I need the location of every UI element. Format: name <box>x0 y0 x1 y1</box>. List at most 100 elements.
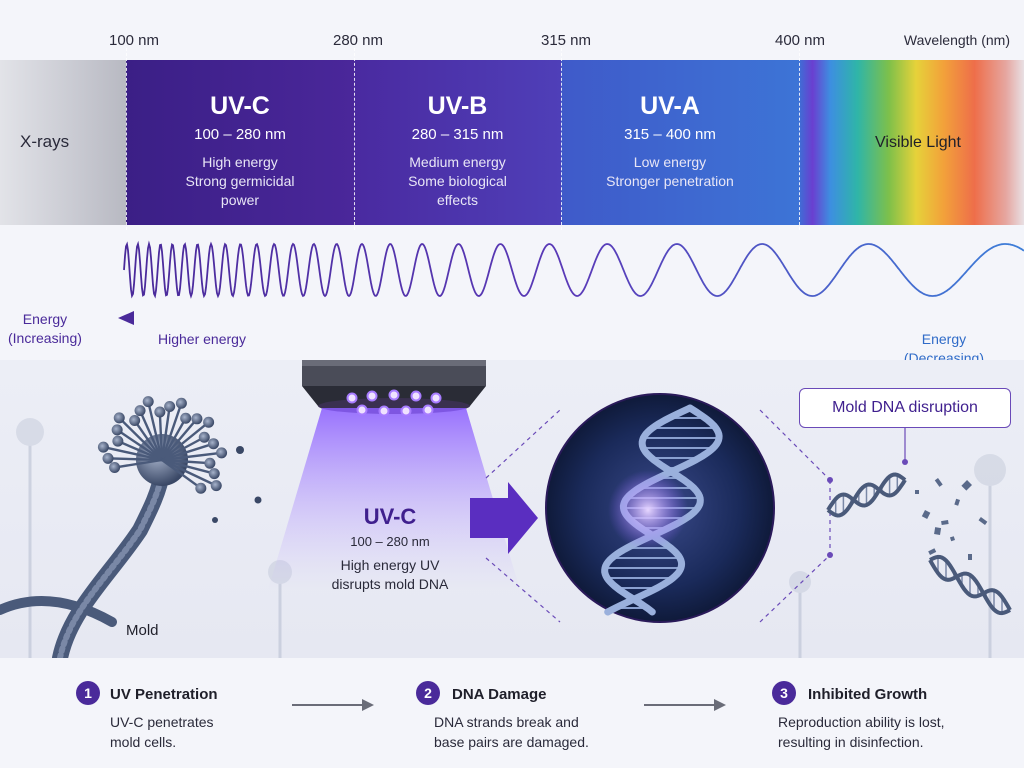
uv-led <box>346 392 358 404</box>
spore-bead <box>102 452 114 464</box>
dna-strand <box>601 404 704 616</box>
spore-bead <box>208 468 220 480</box>
uva-desc-line1: Low energy <box>633 154 707 170</box>
uvc-description: High energy Strong germicidal power <box>126 153 354 210</box>
dna-debris <box>915 490 919 494</box>
spore-bead <box>191 413 203 425</box>
step-2-number: 2 <box>416 681 440 705</box>
spore-filament <box>117 440 163 462</box>
band-visible <box>799 60 1024 225</box>
step-3-description: Reproduction ability is lost, resulting … <box>778 712 945 752</box>
step-1-title: UV Penetration <box>110 686 218 703</box>
step-arrow-2 <box>644 699 726 711</box>
spore-bead <box>175 397 187 409</box>
wavelength-unit-label: Wavelength (nm) <box>903 32 1010 48</box>
dna-debris <box>954 498 960 506</box>
uvb-range: 280 – 315 nm <box>411 126 504 143</box>
xrays-label: X-rays <box>20 132 70 151</box>
dna-debris <box>934 478 943 487</box>
step-2-description: DNA strands break and base pairs are dam… <box>434 712 589 752</box>
dna-debris <box>928 548 937 555</box>
lamp-uvc-range: 100 – 280 nm <box>350 534 430 549</box>
spore-filament <box>114 458 163 469</box>
step-3-desc-line2: resulting in disinfection. <box>778 734 924 750</box>
spore-bead <box>111 424 123 436</box>
uva-desc-line2: Stronger penetration <box>606 173 734 189</box>
uv-led <box>430 392 442 404</box>
spore-filament <box>161 458 210 465</box>
step-arrow-1 <box>292 699 374 711</box>
divider-400 <box>799 48 800 230</box>
uvc-desc-line3: power <box>220 192 260 208</box>
dna-magnified-circle <box>545 393 775 623</box>
uvc-range: 100 – 280 nm <box>194 126 286 143</box>
broken-dna-fragments <box>826 472 1012 616</box>
energy-right-line1: Energy <box>921 331 967 347</box>
dna-damage-glow <box>608 470 688 550</box>
step-2-desc-line1: DNA strands break and <box>434 714 579 730</box>
uv-led <box>410 390 422 402</box>
visible-light-label: Visible Light <box>875 134 961 151</box>
spore-bead <box>129 415 141 427</box>
spore-filament <box>158 411 164 461</box>
lamp-description: High energy UV disrupts mold DNA <box>312 556 468 594</box>
dna-debris <box>978 517 988 525</box>
step-3-desc-line1: Reproduction ability is lost, <box>778 714 945 730</box>
divider-280 <box>354 48 355 230</box>
uva-description: Low energy Stronger penetration <box>561 153 779 191</box>
spore-filament <box>161 436 205 462</box>
dna-debris <box>921 510 931 519</box>
dna-debris <box>934 527 942 535</box>
spore-bead <box>109 462 121 474</box>
spore-bead <box>195 482 207 494</box>
spore-filament <box>161 459 202 490</box>
spore-filament <box>116 428 163 461</box>
energy-left-line2: (Increasing) <box>8 330 82 346</box>
uv-lamp-leds <box>346 389 442 417</box>
spore-filament <box>133 419 163 461</box>
mold-organism <box>0 396 262 658</box>
uvc-title: UV-C <box>210 92 270 120</box>
step-3-number: 3 <box>772 681 796 705</box>
uv-lamp-device <box>268 360 520 590</box>
step-3-title: Inhibited Growth <box>808 686 928 703</box>
mold-dna-disruption-callout: Mold DNA disruption <box>799 388 1011 428</box>
energy-arrow-head <box>118 311 134 325</box>
uv-led <box>422 404 434 416</box>
spore-bead <box>204 457 216 469</box>
spore-filament <box>161 451 222 462</box>
uvb-title: UV-B <box>427 92 488 120</box>
background-fungi <box>16 418 1006 658</box>
spore-filament <box>160 417 187 461</box>
lamp-desc-line2: disrupts mold DNA <box>331 576 449 592</box>
step-2-title: DNA Damage <box>452 686 547 703</box>
spore-bead <box>210 480 222 492</box>
dna-debris <box>968 554 972 560</box>
step-2-desc-line2: base pairs are damaged. <box>434 734 589 750</box>
broken-dna-strand <box>928 559 1011 616</box>
wave-diagram <box>118 240 1024 325</box>
divider-100 <box>126 48 127 230</box>
tick-280nm: 280 nm <box>332 32 384 49</box>
band-uvb <box>354 60 561 225</box>
uv-direction-arrow <box>470 482 538 554</box>
spore-filament <box>147 401 164 461</box>
dna-debris <box>941 520 949 526</box>
uvc-desc-line1: High energy <box>202 154 278 170</box>
uv-light-beam <box>268 408 520 590</box>
tick-400nm: 400 nm <box>774 32 826 49</box>
spore-filament <box>161 458 215 475</box>
step-1-desc-line2: mold cells. <box>110 734 177 750</box>
uvb-desc-line3: effects <box>437 192 478 208</box>
mold-spore-head <box>97 396 228 494</box>
mold-label: Mold <box>126 622 159 639</box>
spore-bead <box>203 416 215 428</box>
energy-left-line1: Energy <box>22 311 68 327</box>
spore-filament <box>161 442 214 462</box>
uvb-desc-line1: Medium energy <box>409 154 506 170</box>
uvb-desc-line2: Some biological <box>408 173 507 189</box>
mold-uv-illustration <box>0 360 1012 658</box>
spore-filament <box>161 418 198 461</box>
spore-filament <box>160 406 171 461</box>
broken-dna-strand <box>826 478 907 518</box>
